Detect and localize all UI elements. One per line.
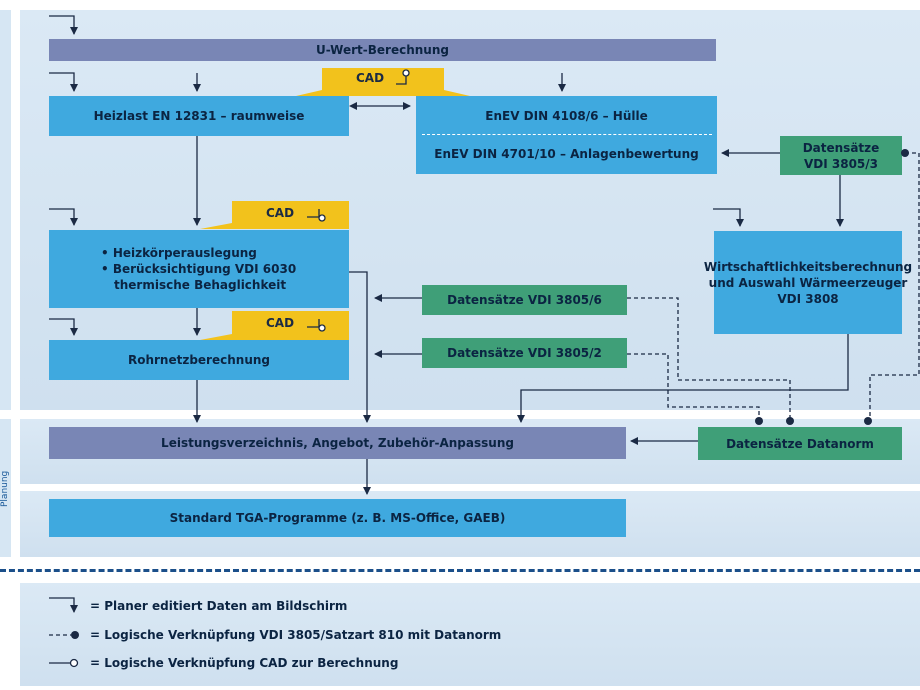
heizlast-box: Heizlast EN 12831 – raumweise <box>49 96 349 136</box>
cad-tab-lower <box>200 311 349 340</box>
edit-hook-heizlast <box>49 72 78 92</box>
standard-tga-box: Standard TGA-Programme (z. B. MS-Office,… <box>49 499 626 537</box>
enev-box: EnEV DIN 4108/6 – Hülle EnEV DIN 4701/10… <box>416 96 717 174</box>
datanorm-box: Datensätze Datanorm <box>698 427 902 460</box>
cad-label-top: CAD <box>356 71 385 85</box>
legend-cad-text: = Logische Verknüpfung CAD zur Berechnun… <box>90 656 399 670</box>
legend-panel <box>20 583 920 686</box>
heizkoerper-line-2: • Berücksichtigung VDI 6030 <box>101 262 297 276</box>
legend-edit-symbol <box>49 597 78 613</box>
datensaetze-3805-3-box: Datensätze VDI 3805/3 <box>780 136 902 175</box>
edit-hook-uwert <box>49 15 78 35</box>
edit-hook-heizkoerper <box>49 208 78 226</box>
edit-hook-rohrnetz <box>49 318 78 336</box>
heizkoerper-line-1: • Heizkörperauslegung <box>101 246 257 260</box>
wirtschaftlichkeit-box: Wirtschaftlichkeitsberechnung und Auswah… <box>704 231 912 334</box>
left-strip-bottom <box>0 419 11 557</box>
enev-anlage-label: EnEV DIN 4701/10 – Anlagenbewertung <box>434 147 699 161</box>
left-strip-top <box>0 10 11 410</box>
heizkoerper-line-3: thermische Behaglichkeit <box>114 278 287 292</box>
leistungsverzeichnis-box: Leistungsverzeichnis, Angebot, Zubehör-A… <box>49 427 626 459</box>
enev-huelle-label: EnEV DIN 4108/6 – Hülle <box>485 109 648 123</box>
cad-tab-top <box>296 68 470 96</box>
cad-label-middle: CAD <box>266 206 295 220</box>
uwert-box: U-Wert-Berechnung <box>49 39 716 61</box>
dashed-divider <box>0 569 920 572</box>
legend-vdi-text: = Logische Verknüpfung VDI 3805/Satzart … <box>90 628 502 642</box>
edit-hook-wirtschaftlichkeit <box>713 208 744 227</box>
cad-label-lower: CAD <box>266 316 295 330</box>
datensaetze-3805-6-box: Datensätze VDI 3805/6 <box>422 285 627 315</box>
cad-tab-middle <box>200 201 349 229</box>
heizkoerper-box: • Heizkörperauslegung • Berücksichtigung… <box>49 230 349 308</box>
legend-edit-text: = Planer editiert Daten am Bildschirm <box>90 599 348 613</box>
datensaetze-3805-2-box: Datensätze VDI 3805/2 <box>422 338 627 368</box>
rohrnetz-box: Rohrnetzberechnung <box>49 340 349 380</box>
enev-divider <box>421 134 712 135</box>
